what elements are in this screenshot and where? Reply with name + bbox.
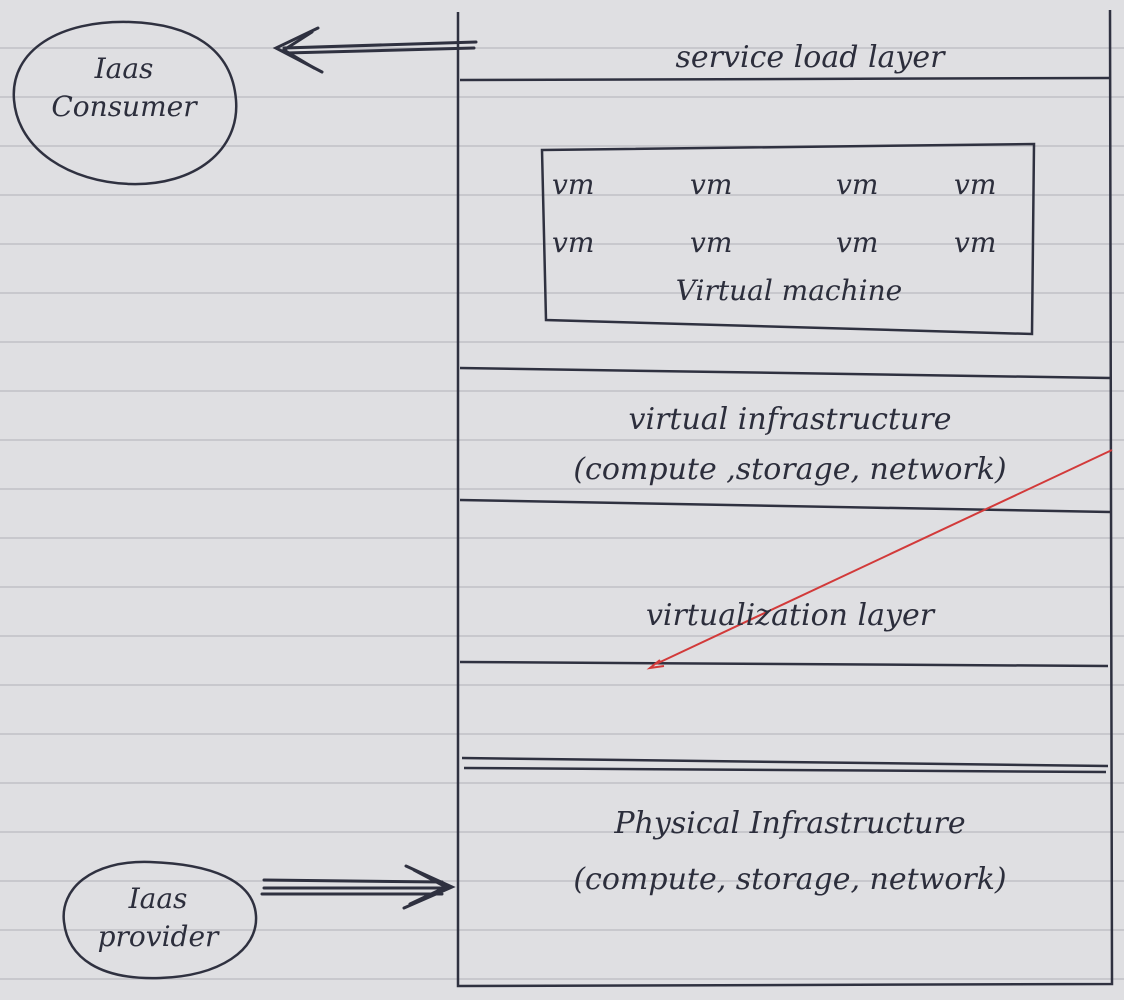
vm-cell: vm: [690, 168, 733, 201]
layer-physical-label: Physical Infrastructure: [614, 806, 966, 841]
provider-line1: Iaas: [128, 882, 188, 915]
layer-service-label: service load layer: [675, 40, 945, 75]
provider-line2: provider: [97, 920, 219, 953]
vm-cell: vm: [836, 168, 879, 201]
vm-cell: vm: [954, 226, 997, 259]
red-pen-stroke: [655, 449, 1113, 665]
layer-vm-label: Virtual machine: [675, 274, 903, 307]
red-pen-stroke-hook: [646, 659, 665, 670]
arrow-to-consumer: [272, 26, 478, 74]
provider-label: Iaas provider: [58, 880, 258, 956]
layer-virtual-infra-sublabel: (compute ,storage, network): [573, 452, 1007, 487]
consumer-line1: Iaas: [94, 52, 154, 85]
vm-cell: vm: [552, 226, 595, 259]
arrow-to-physical: [260, 864, 456, 910]
vm-cell: vm: [552, 168, 595, 201]
consumer-label: Iaas Consumer: [24, 50, 224, 126]
vm-cell: vm: [954, 168, 997, 201]
vm-cell: vm: [836, 226, 879, 259]
consumer-line2: Consumer: [51, 90, 197, 123]
provider-circle: [62, 860, 258, 980]
stack-box: [456, 9, 1114, 988]
vm-cell: vm: [690, 226, 733, 259]
consumer-circle: [12, 20, 238, 186]
layer-virtual-infra-label: virtual infrastructure: [628, 402, 952, 437]
vm-box: [540, 142, 1036, 336]
layer-physical-sublabel: (compute, storage, network): [573, 862, 1007, 897]
layer-virtualization-label: virtualization layer: [645, 598, 935, 633]
